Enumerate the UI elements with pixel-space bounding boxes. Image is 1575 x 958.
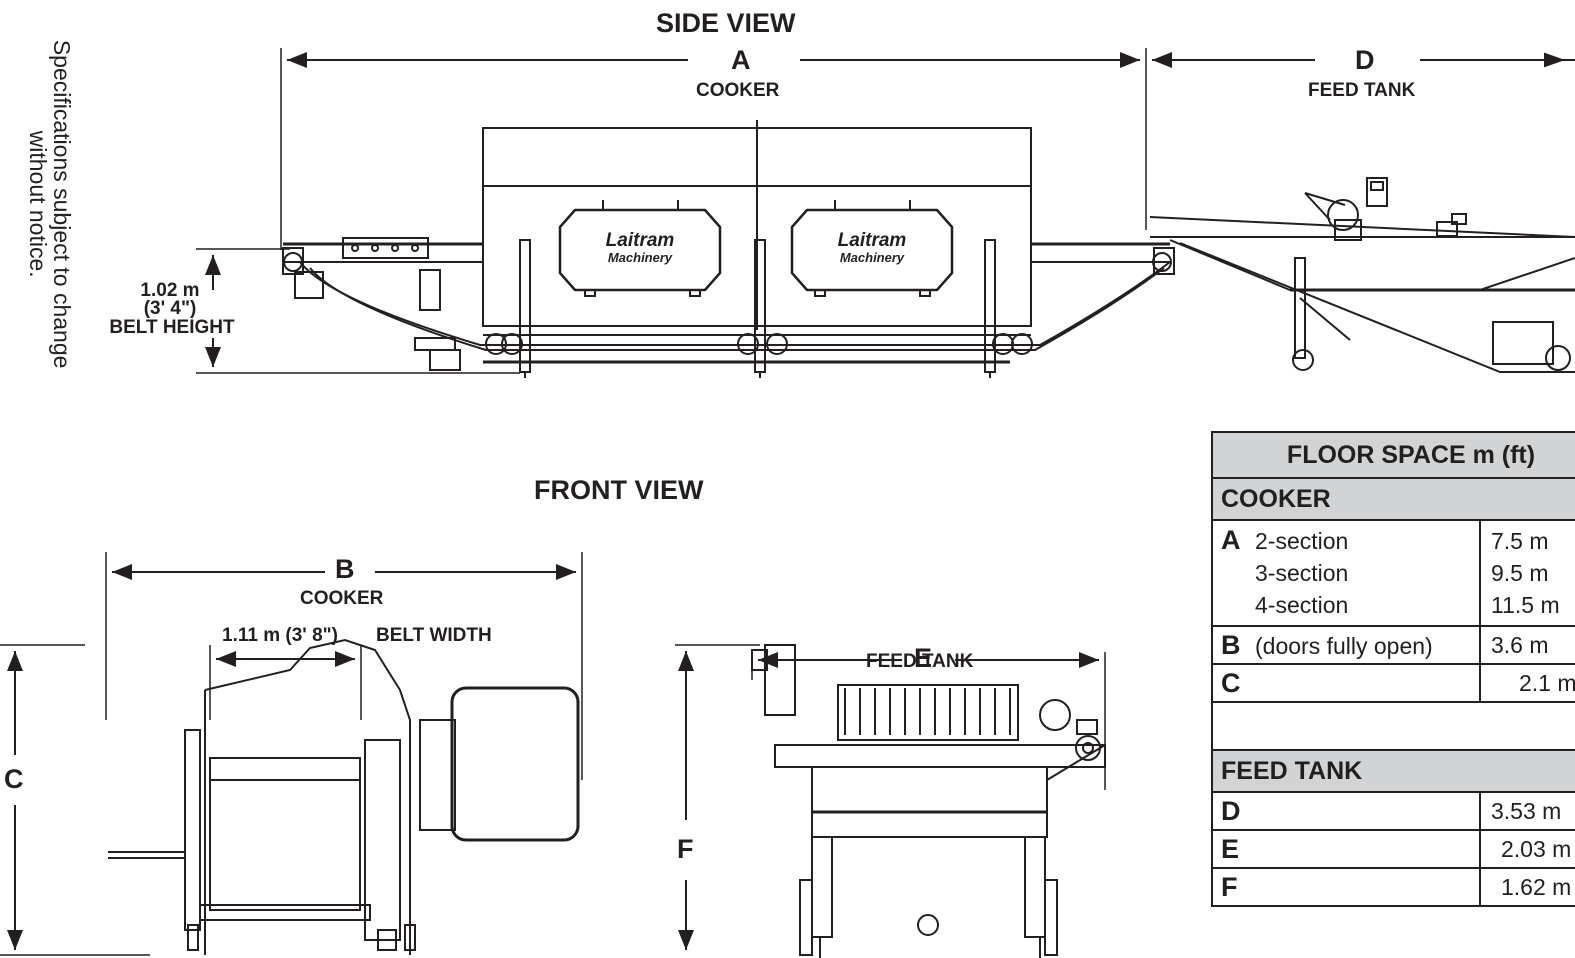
dim-a-letter: A: [731, 45, 751, 75]
dim-b-label: COOKER: [300, 588, 384, 609]
table-row-a: A 2-section 3-section 4-section 7.5 m 9.…: [1211, 519, 1575, 627]
dim-f-letter: F: [677, 834, 694, 864]
dim-d-letter: D: [1355, 45, 1375, 75]
row-a-item: 3-section: [1255, 560, 1349, 586]
dim-c-letter: C: [4, 764, 24, 794]
row-a-value: 9.5 m: [1491, 560, 1549, 586]
cooker-header: COOKER: [1211, 477, 1575, 521]
front-view-title: FRONT VIEW: [534, 475, 704, 505]
brand-logo-1: Laitram: [606, 230, 675, 251]
row-e-value: 2.03 m: [1479, 829, 1575, 869]
dim-b-letter: B: [335, 554, 355, 584]
table-row-c: C 2.1 m: [1211, 663, 1575, 703]
brand-logo-2: Laitram: [838, 230, 907, 251]
belt-height-value: 1.02 m: [140, 280, 200, 301]
row-d-letter: D: [1221, 795, 1241, 826]
feed-tank-header: FEED TANK: [1211, 749, 1575, 793]
row-b-label: (doors fully open): [1255, 632, 1433, 659]
table-row-d: D 3.53 m: [1211, 791, 1575, 831]
row-a-value: 11.5 m: [1491, 592, 1560, 618]
belt-width-value: 1.11 m (3' 8"): [222, 625, 338, 646]
row-b-value: 3.6 m: [1479, 625, 1575, 665]
dim-e-label: FEED TANK: [866, 651, 974, 672]
row-e-letter: E: [1221, 833, 1240, 864]
row-a-letter: A: [1221, 525, 1241, 555]
side-view-title: SIDE VIEW: [656, 8, 796, 38]
dim-d-label: FEED TANK: [1308, 80, 1416, 101]
floor-space-title: FLOOR SPACE m (ft): [1211, 431, 1575, 479]
dim-a-label: COOKER: [696, 80, 780, 101]
table-row-f: F 1.62 m: [1211, 867, 1575, 907]
belt-height-imperial: (3' 4"): [143, 298, 197, 319]
row-f-value: 1.62 m: [1479, 867, 1575, 907]
row-d-value: 3.53 m: [1479, 791, 1575, 831]
dim-e-letter: E: [914, 643, 933, 673]
floor-space-table: FLOOR SPACE m (ft) COOKER A 2-section 3-…: [1211, 431, 1575, 907]
row-f-letter: F: [1221, 871, 1238, 902]
row-b-letter: B: [1221, 629, 1241, 660]
row-a-item: 2-section: [1255, 528, 1349, 554]
table-row-b: B (doors fully open) 3.6 m: [1211, 625, 1575, 665]
table-spacer: [1211, 701, 1575, 751]
row-c-value: 2.1 m: [1479, 663, 1575, 703]
brand-logo-2b: Machinery: [840, 250, 905, 265]
belt-width-label: BELT WIDTH: [376, 625, 492, 646]
table-row-e: E 2.03 m: [1211, 829, 1575, 869]
belt-height-label: BELT HEIGHT: [109, 317, 235, 338]
brand-logo-1b: Machinery: [608, 250, 673, 265]
row-a-value: 7.5 m: [1491, 528, 1549, 554]
row-c-letter: C: [1221, 667, 1241, 698]
row-a-item: 4-section: [1255, 592, 1349, 618]
